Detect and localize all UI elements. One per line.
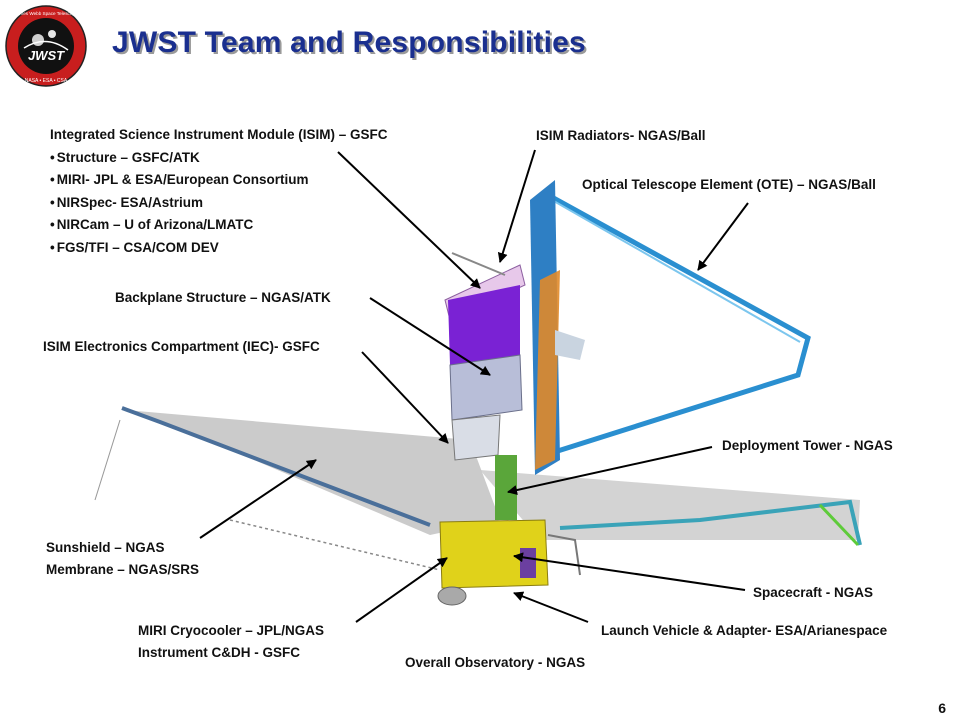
primary-mirror-gold [535, 270, 560, 470]
label-sunshield-line2: Membrane – NGAS/SRS [46, 562, 200, 577]
logo-top-text: James Webb Space Telescope [15, 11, 78, 16]
isim-list: Structure – GSFC/ATK MIRI- JPL & ESA/Eur… [50, 147, 388, 260]
label-miri: MIRI Cryocooler – JPL/NGAS Instrument C&… [138, 620, 324, 664]
label-launch-vehicle: Launch Vehicle & Adapter- ESA/Arianespac… [601, 623, 888, 638]
label-sunshield: Sunshield – NGAS Membrane – NGAS/SRS [46, 537, 199, 581]
isim-heading: Integrated Science Instrument Module (IS… [50, 127, 388, 142]
backplane-structure [449, 354, 523, 421]
isim-antenna [451, 252, 506, 276]
sunshield-lower-edge [229, 519, 441, 571]
isim-item: NIRSpec- ESA/Astrium [50, 192, 388, 215]
arrow-iec [361, 351, 449, 444]
isim-item: Structure – GSFC/ATK [50, 147, 388, 170]
iec [451, 414, 501, 461]
secondary-support [555, 330, 585, 360]
label-backplane: Backplane Structure – NGAS/ATK [115, 290, 331, 305]
label-iec: ISIM Electronics Compartment (IEC)- GSFC [43, 339, 320, 354]
arrow-launch-vehicle [513, 591, 589, 623]
page-title: JWST Team and Responsibilities [112, 26, 586, 59]
arrow-isim-radiators [497, 149, 536, 263]
label-sunshield-line1: Sunshield – NGAS [46, 540, 165, 555]
label-spacecraft: Spacecraft - NGAS [753, 585, 874, 600]
spacecraft-panel [520, 548, 536, 578]
arrow-deployment-tower [507, 446, 713, 495]
arrow-miri [355, 557, 448, 623]
ote-struts [544, 192, 811, 458]
deployment-tower [495, 455, 517, 520]
isim-item: FGS/TFI – CSA/COM DEV [50, 237, 388, 260]
label-ote: Optical Telescope Element (OTE) – NGAS/B… [582, 177, 876, 192]
isim-item: MIRI- JPL & ESA/European Consortium [50, 169, 388, 192]
arrow-ote [697, 202, 749, 271]
sunshield-left-shadow [125, 410, 500, 535]
label-deployment-tower: Deployment Tower - NGAS [722, 438, 893, 453]
sunshield-right-edge [559, 499, 862, 546]
jwst-logo: JWST James Webb Space Telescope NASA • E… [5, 5, 87, 87]
page-number: 6 [938, 700, 946, 716]
ote-struts-inner [551, 199, 801, 343]
isim-module [448, 285, 520, 365]
sunshield-cable [94, 419, 121, 501]
logo-bottom-text: NASA • ESA • CSA [25, 78, 68, 84]
isim-item: NIRCam – U of Arizona/LMATC [50, 214, 388, 237]
sunshield-left-edge [121, 406, 431, 527]
launch-adapter [437, 586, 467, 606]
label-isim-radiators: ISIM Radiators- NGAS/Ball [536, 128, 706, 143]
isim-label-block: Integrated Science Instrument Module (IS… [50, 124, 388, 259]
sunshield-right-green [818, 503, 860, 547]
logo-center-text: JWST [28, 48, 65, 63]
sunshield-right-shadow [480, 470, 860, 540]
label-observatory: Overall Observatory - NGAS [405, 655, 586, 670]
label-miri-line1: MIRI Cryocooler – JPL/NGAS [138, 623, 325, 638]
label-miri-line2: Instrument C&DH - GSFC [138, 645, 300, 660]
solar-array-arm [547, 534, 581, 576]
arrow-backplane [369, 297, 491, 376]
arrow-spacecraft [513, 552, 746, 591]
arrow-sunshield [199, 459, 317, 539]
